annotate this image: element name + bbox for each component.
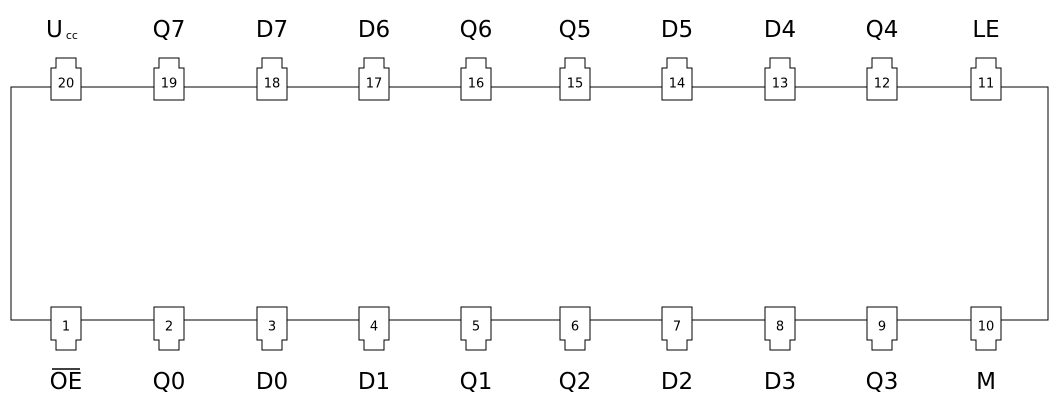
chip-body [10, 86, 1049, 321]
pin-number: 12 [874, 77, 891, 92]
pin-number: 1 [62, 320, 70, 335]
pin-outline [866, 57, 898, 101]
pin-number: 5 [472, 320, 480, 335]
pin-number: 15 [567, 77, 584, 92]
pin-10: 10M [970, 306, 1002, 395]
pin-label: LE [972, 17, 999, 43]
pin-14: 14 D5 [661, 17, 693, 101]
pin-2: 2Q0 [153, 306, 186, 395]
pin-number: 8 [776, 320, 784, 335]
pin-number: 13 [772, 77, 789, 92]
pin-outline [460, 57, 492, 101]
pin-outline [661, 306, 693, 351]
pin-outline [153, 57, 185, 101]
pin-outline [559, 57, 591, 101]
pin-label: Q7 [153, 17, 186, 43]
pin-15: 15 Q5 [559, 17, 592, 101]
pin-9: 9Q3 [866, 306, 899, 395]
pin-number: 9 [878, 320, 886, 335]
pin-outline [970, 57, 1002, 101]
pin-label: Q4 [866, 17, 899, 43]
pin-8: 8D3 [764, 306, 796, 395]
pin-label: Q6 [460, 17, 493, 43]
pin-number: 6 [571, 320, 579, 335]
pin-outline [256, 57, 288, 101]
pin-number: 17 [366, 77, 383, 92]
pin-number: 3 [268, 320, 276, 335]
pin-label: Q1 [460, 369, 493, 395]
pin-outline [559, 306, 591, 351]
pin-label: Q5 [559, 17, 592, 43]
pin-outline [866, 306, 898, 351]
pin-19: 19 Q7 [153, 17, 186, 101]
pin-number: 18 [264, 77, 281, 92]
pin-label: OE [50, 369, 83, 395]
pin-4: 4D1 [358, 306, 390, 395]
pin-outline [50, 57, 82, 101]
pin-13: 13 D4 [764, 17, 796, 101]
pin-label: D5 [661, 17, 693, 43]
pin-number: 16 [468, 77, 485, 92]
pin-17: 17 D6 [358, 17, 390, 101]
pin-7: 7D2 [661, 306, 693, 395]
pin-3: 3D0 [256, 306, 288, 395]
pin-label-subscript: cc [66, 29, 78, 42]
pin-label: D2 [661, 369, 693, 395]
pin-number: 4 [370, 320, 378, 335]
pin-outline [358, 306, 390, 351]
pin-number: 20 [58, 77, 75, 92]
pin-number: 11 [978, 77, 995, 92]
pin-outline [256, 306, 288, 351]
pin-label: M [976, 369, 996, 395]
pin-outline [970, 306, 1002, 351]
pin-16: 16 Q6 [460, 17, 493, 101]
pin-label: Q3 [866, 369, 899, 395]
pin-number: 14 [669, 77, 686, 92]
pin-label: D7 [256, 17, 288, 43]
pin-label: D1 [358, 369, 390, 395]
pin-number: 10 [978, 320, 995, 335]
pin-label: Q2 [559, 369, 592, 395]
pin-12: 12 Q4 [866, 17, 899, 101]
pin-label: D3 [764, 369, 796, 395]
pin-11: 11 LE [970, 17, 1002, 101]
pin-label: D6 [358, 17, 390, 43]
pin-number: 19 [161, 77, 178, 92]
pin-outline [153, 306, 185, 351]
pin-outline [764, 57, 796, 101]
pin-6: 6Q2 [559, 306, 592, 395]
pin-5: 5Q1 [460, 306, 493, 395]
pin-outline [764, 306, 796, 351]
pin-number: 2 [165, 320, 173, 335]
pin-label: Q0 [153, 369, 186, 395]
pin-label: D0 [256, 369, 288, 395]
pin-outline [661, 57, 693, 101]
pin-1: 1OE [50, 306, 83, 395]
pin-outline [460, 306, 492, 351]
pin-label: D4 [764, 17, 796, 43]
pin-number: 7 [673, 320, 681, 335]
pin-18: 18 D7 [256, 17, 288, 101]
pin-outline [50, 306, 82, 351]
pin-outline [358, 57, 390, 101]
